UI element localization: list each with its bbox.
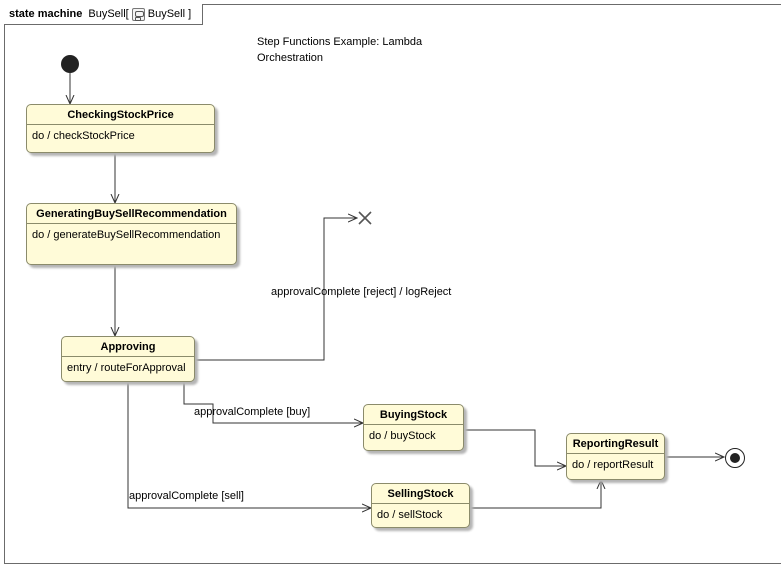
state-name: CheckingStockPrice (27, 105, 214, 125)
state-checking-stock-price[interactable]: CheckingStockPrice do / checkStockPrice (26, 104, 215, 153)
state-machine-diagram-icon (131, 7, 145, 21)
frame-name-prefix: BuySell[ (88, 8, 129, 20)
state-generating-recommendation[interactable]: GeneratingBuySellRecommendation do / gen… (26, 203, 237, 265)
initial-pseudostate (61, 55, 79, 73)
state-activity: do / sellStock (377, 509, 443, 521)
edge-selling-to-reporting (470, 480, 601, 509)
transition-label-buy: approvalComplete [buy] (194, 406, 311, 418)
state-name: SellingStock (372, 484, 469, 504)
state-reporting-result[interactable]: ReportingResult do / reportResult (566, 433, 665, 480)
frame-keyword: state machine (9, 8, 83, 20)
state-selling-stock[interactable]: SellingStock do / sellStock (371, 483, 470, 528)
state-activity: do / checkStockPrice (32, 130, 135, 142)
state-activity: do / generateBuySellRecommendation (32, 229, 221, 241)
state-name: BuyingStock (364, 405, 463, 425)
edge-buying-to-reporting (464, 429, 566, 466)
edge-approving-to-buying (183, 382, 363, 423)
frame-header: state machine BuySell[ BuySell ] (4, 4, 203, 25)
frame-name-suffix: BuySell ] (147, 8, 192, 20)
terminate-pseudostate-icon (358, 211, 372, 225)
state-name: GeneratingBuySellRecommendation (27, 204, 236, 224)
state-approving[interactable]: Approving entry / routeForApproval (61, 336, 195, 382)
state-name: ReportingResult (567, 434, 664, 454)
final-state (725, 448, 745, 468)
state-activity: do / reportResult (572, 459, 654, 471)
edge-approving-to-terminate (195, 218, 357, 361)
edge-approving-to-selling (127, 382, 371, 508)
state-buying-stock[interactable]: BuyingStock do / buyStock (363, 404, 464, 451)
transition-label-sell: approvalComplete [sell] (129, 490, 244, 502)
diagram-note: Step Functions Example: Lambda Orchestra… (257, 36, 423, 64)
transition-label-reject: approvalComplete [reject] / logReject (271, 286, 452, 298)
state-activity: entry / routeForApproval (67, 362, 186, 374)
state-activity: do / buyStock (369, 430, 436, 442)
state-name: Approving (62, 337, 194, 357)
